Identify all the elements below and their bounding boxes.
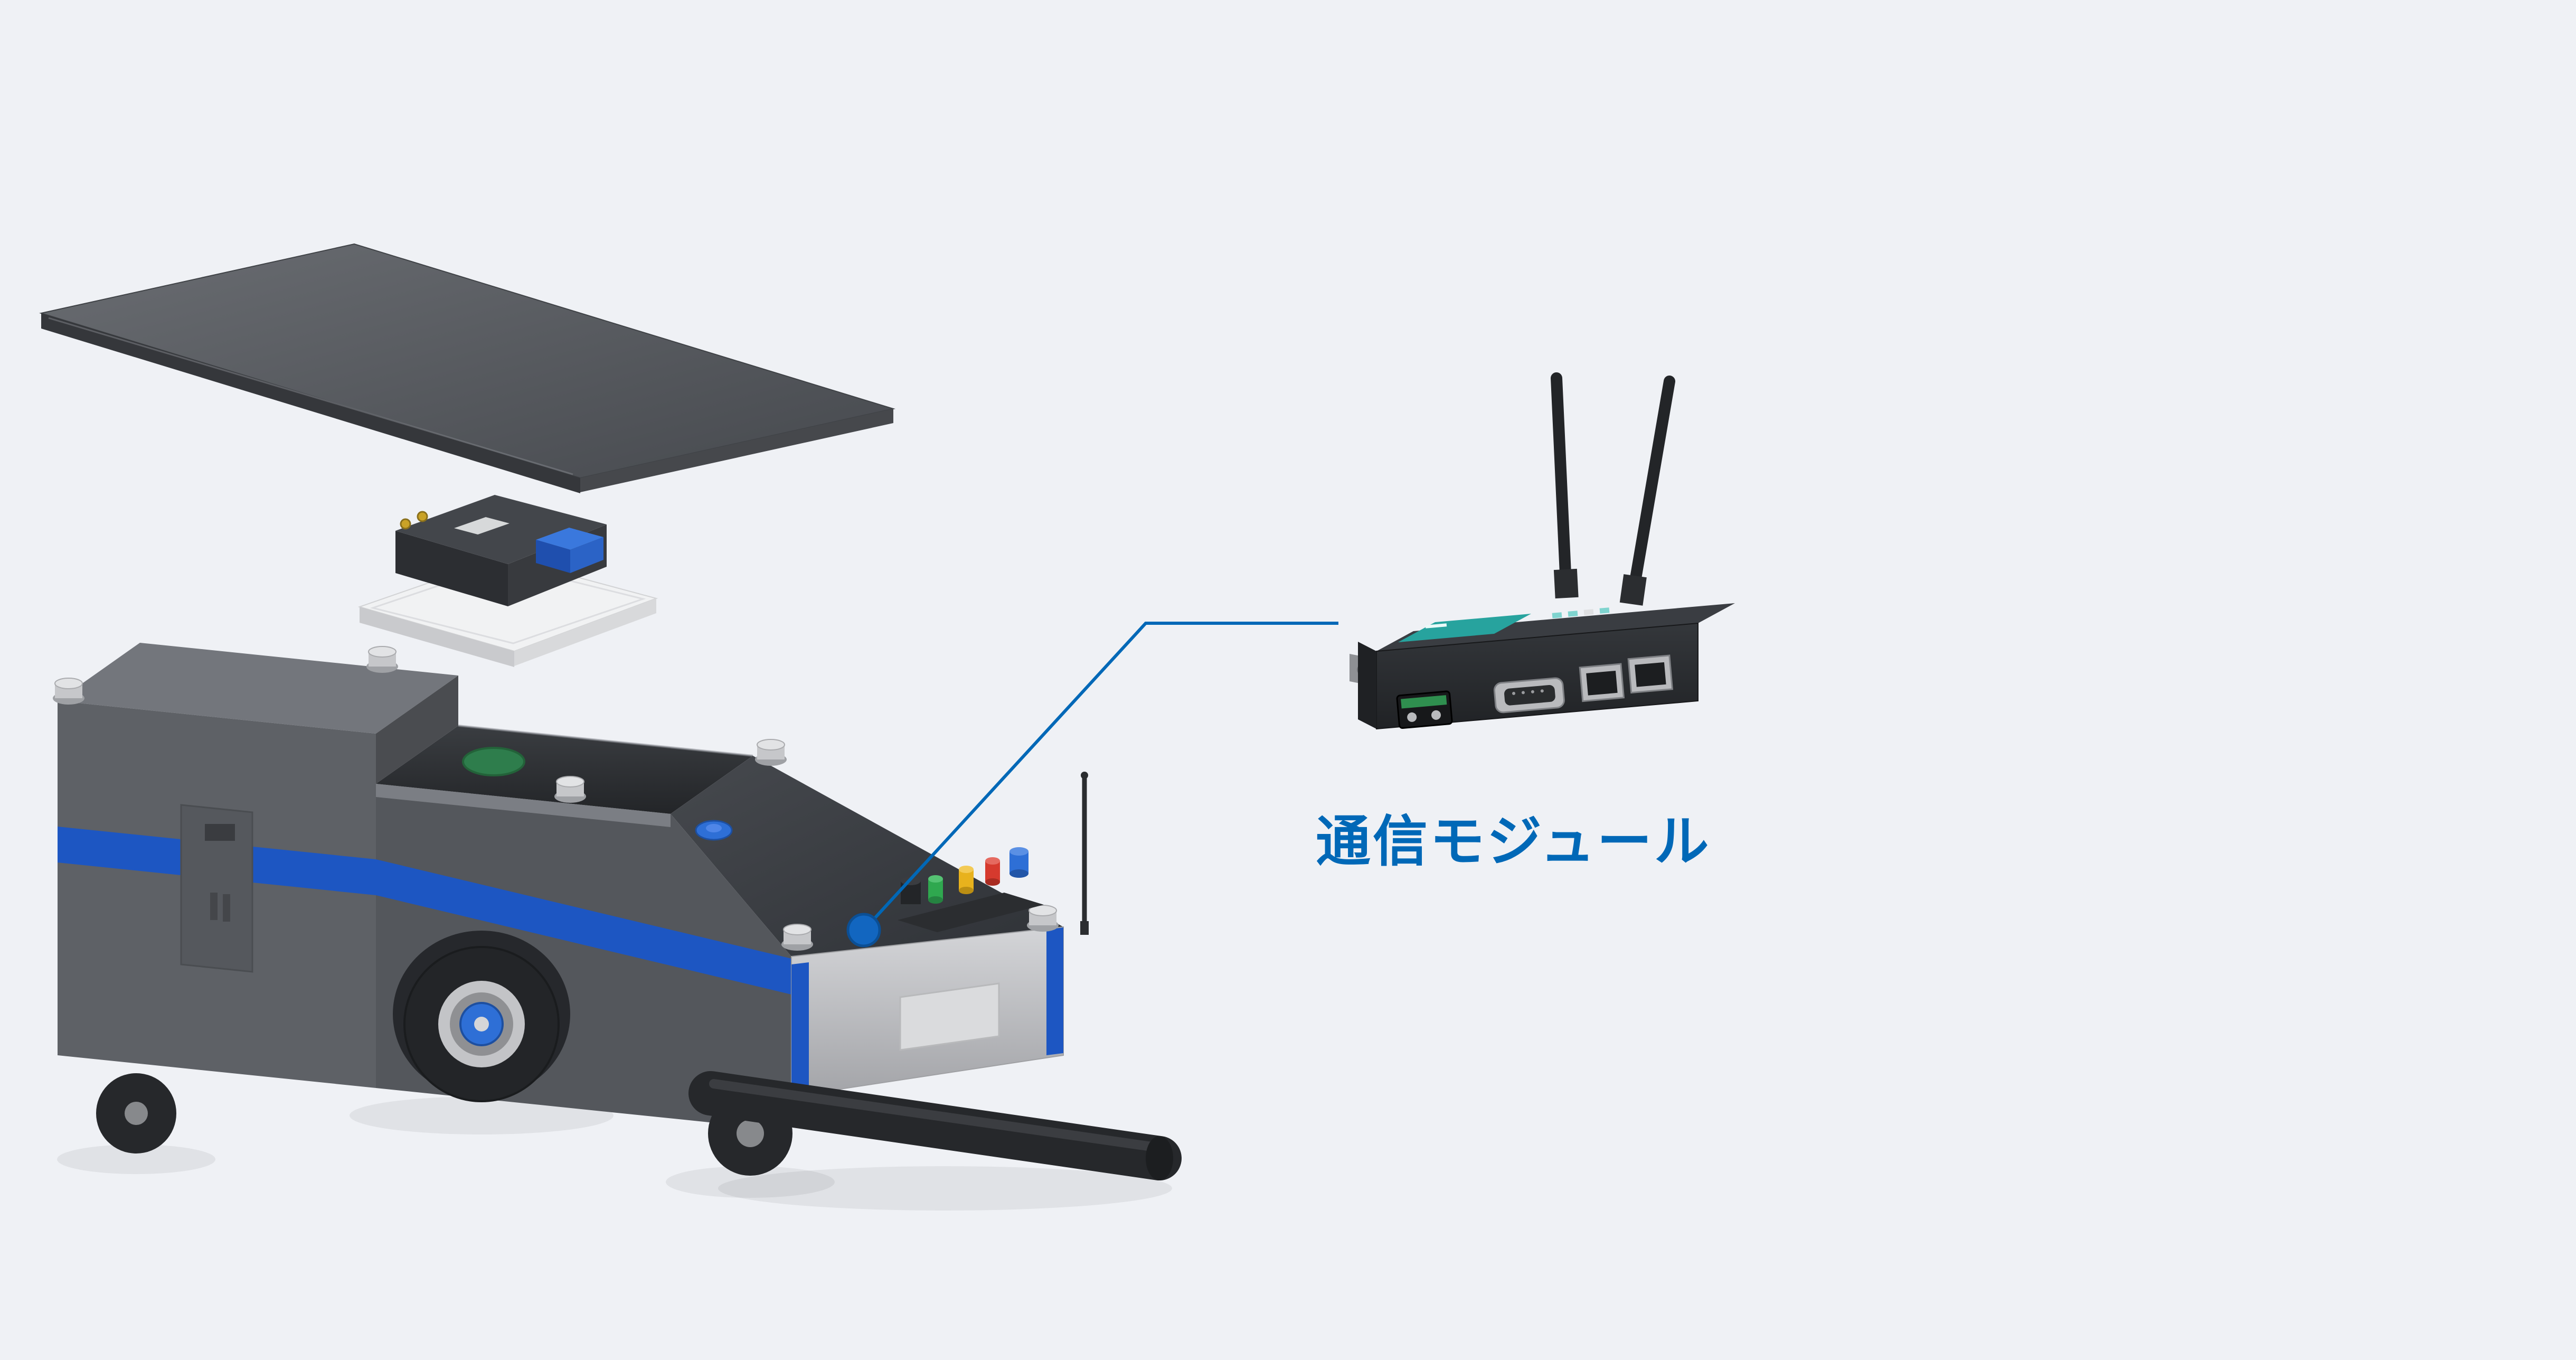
callout-line — [862, 622, 1338, 932]
front-plate — [899, 982, 1000, 1051]
cabinet-door — [180, 804, 253, 973]
serial-port — [1493, 677, 1565, 714]
beacon-yellow — [959, 866, 974, 894]
antenna-connector-icon — [417, 511, 428, 522]
ethernet-port — [1579, 663, 1625, 702]
body-stripe — [376, 859, 791, 995]
rear-caster-wheel — [96, 1073, 176, 1153]
communication-module-device — [1350, 372, 1735, 730]
sensor-knobs — [53, 646, 1059, 951]
front-roller — [688, 1071, 1182, 1180]
control-module-unit — [357, 495, 658, 667]
callout-dot — [846, 913, 881, 948]
ethernet-port — [1627, 654, 1674, 694]
power-terminal — [1396, 690, 1453, 729]
top-cover-plate — [39, 243, 895, 493]
beacon-blue — [1009, 847, 1028, 878]
cargo-bay — [376, 725, 753, 814]
callout — [846, 622, 1338, 948]
antenna-connector-icon — [400, 518, 411, 530]
beacon-green — [928, 875, 943, 904]
antenna-left — [1551, 372, 1579, 599]
deck-cap — [695, 820, 733, 841]
device-label-strip — [1398, 607, 1610, 642]
front-fascia — [791, 926, 1064, 1098]
control-module-front-face — [395, 531, 508, 606]
ground-shadows — [57, 1096, 1172, 1211]
main-wheel — [393, 931, 570, 1102]
communication-module-label: 通信モジュール — [1316, 809, 1711, 874]
antenna-right — [1619, 376, 1675, 606]
beacon-lights — [898, 847, 1044, 932]
control-module-blue-connector — [536, 528, 603, 573]
beacon-red — [985, 857, 1000, 886]
agv-vehicle — [53, 643, 1182, 1180]
vehicle-antenna — [1080, 772, 1089, 935]
device-ports — [1396, 654, 1674, 729]
